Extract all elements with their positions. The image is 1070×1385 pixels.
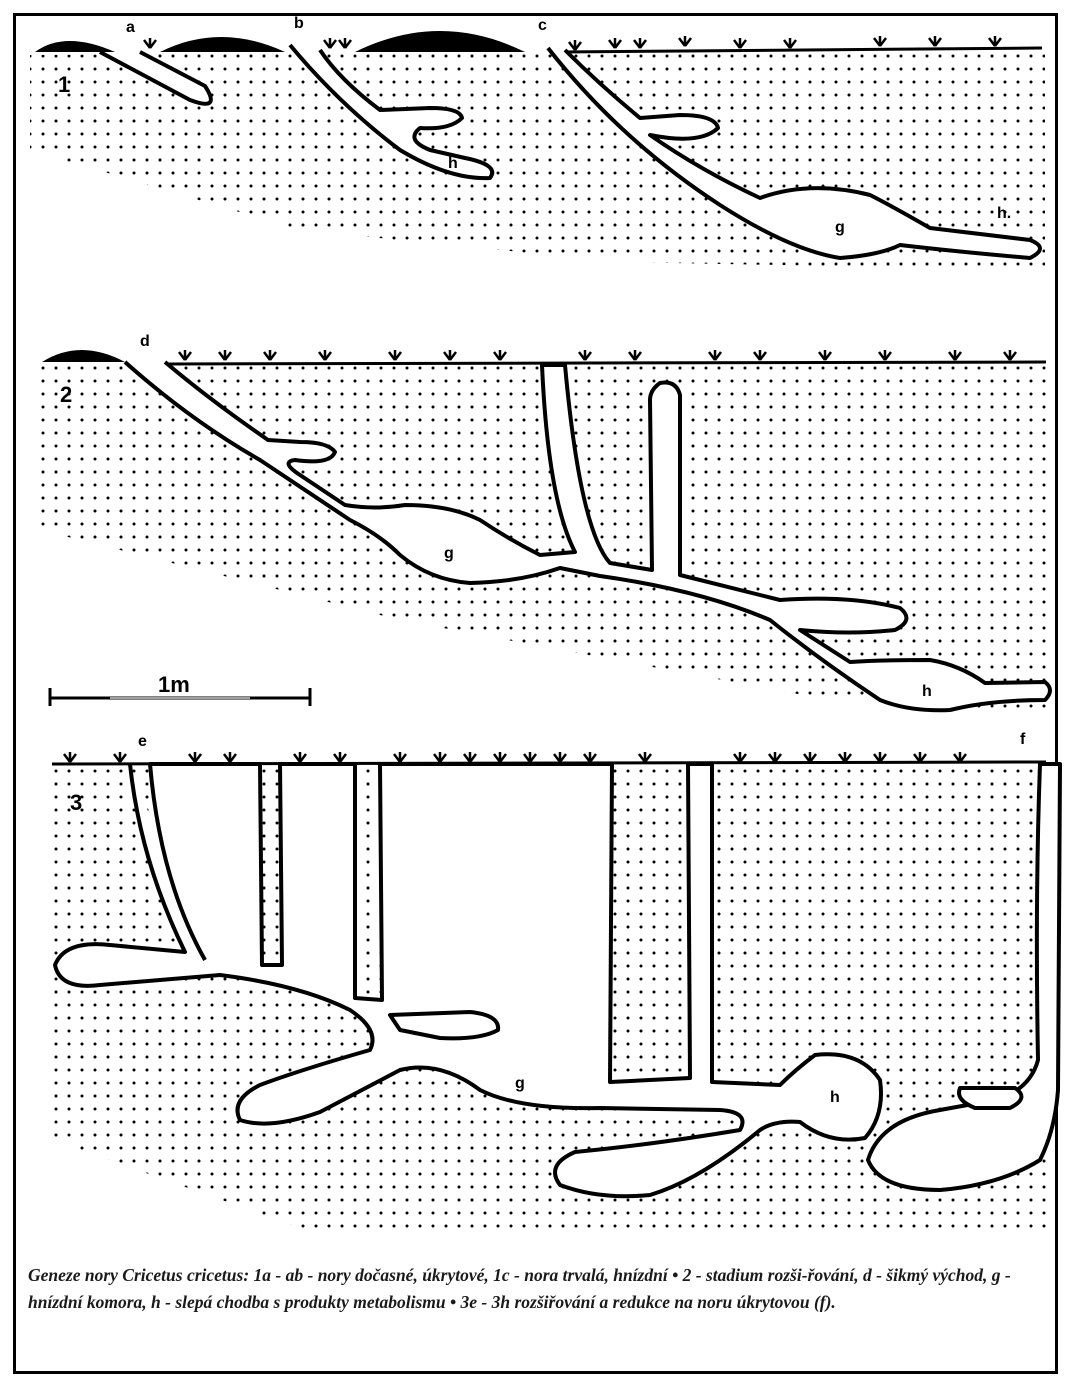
ground-line-2 (168, 362, 1046, 364)
panel-2: 2 d g h (40, 333, 1050, 712)
label-c: c (538, 17, 547, 34)
label-g-1: g (835, 219, 845, 236)
label-g-3: g (515, 1075, 525, 1092)
panel-2-number: 2 (60, 382, 72, 407)
label-b: b (294, 15, 304, 32)
figure-caption: Geneze nory Cricetus cricetus: 1a - ab -… (28, 1262, 1043, 1316)
grass-tufts-3 (64, 752, 966, 762)
label-h-1b: h (448, 155, 458, 172)
label-g-2: g (444, 545, 454, 562)
label-h-2: h (922, 683, 932, 700)
panel-3: 3 e f g h (48, 731, 1060, 1232)
label-f: f (1020, 731, 1026, 748)
spoil-mound-b (160, 37, 285, 52)
scale-bar: 1m (50, 672, 310, 706)
panel-1-number: 1 (58, 72, 70, 97)
label-h-1c: h. (997, 205, 1011, 222)
spoil-mound-c (355, 31, 525, 52)
grass-tufts-2 (179, 350, 1016, 360)
label-d: d (140, 333, 150, 350)
spoil-mound-a (35, 41, 115, 52)
scale-bar-label: 1m (158, 672, 190, 697)
label-a: a (126, 19, 135, 36)
label-e: e (138, 733, 147, 750)
spoil-mound-d (42, 350, 125, 362)
label-h-3: h (830, 1089, 840, 1106)
panel-3-number: 3 (70, 790, 82, 815)
panel-1: 1 a b c h g h. (30, 15, 1045, 270)
